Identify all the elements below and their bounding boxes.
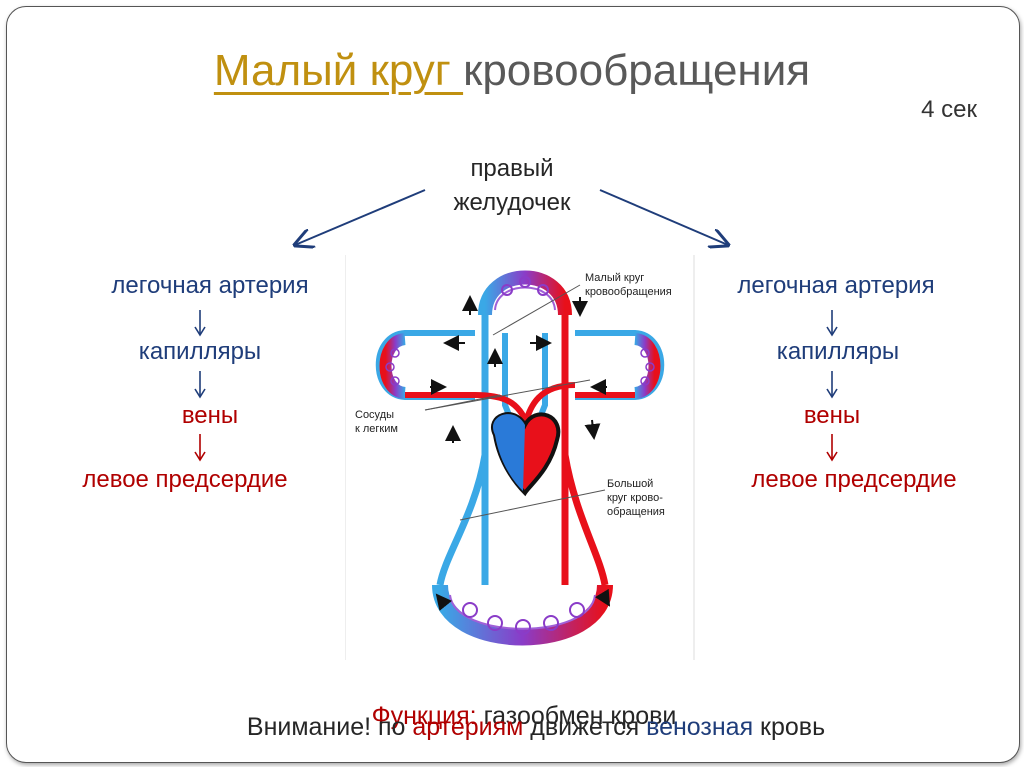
- center-line-2: желудочек: [453, 189, 571, 216]
- center-line-1: правый: [470, 155, 554, 182]
- right-lung-capillaries: [575, 330, 665, 400]
- left-veins-label: вены: [181, 402, 239, 429]
- leader-lines: [424, 284, 606, 521]
- right-capillaries-label: капилляры: [776, 338, 900, 365]
- big-circle-line-1: Большой: [607, 478, 653, 490]
- warning-venous: венозная: [646, 713, 754, 741]
- left-capillaries-label: капилляры: [138, 338, 262, 365]
- flow-arrows: [430, 295, 611, 611]
- warning-line: Внимание! по артериям движется венозная …: [0, 713, 1024, 742]
- left-artery-label: легочная артерия: [111, 272, 309, 299]
- lung-vessels-line-1: Сосуды: [355, 409, 394, 421]
- title-rest: кровообращения: [463, 46, 811, 95]
- right-artery-label: легочная артерия: [737, 272, 935, 299]
- big-circle-line-3: обращения: [607, 506, 665, 518]
- title-highlight: Малый круг: [213, 46, 464, 95]
- warning-part-3: кровь: [753, 713, 826, 741]
- left-arrow-3: [194, 434, 206, 462]
- left-arrow-2: [194, 371, 206, 399]
- right-arrow-2: [826, 371, 838, 399]
- circulation-diagram: Малый круг кровообращения Сосуды к легки…: [345, 255, 695, 660]
- right-ventricle-label: правый желудочек: [412, 152, 612, 220]
- right-arrow-1: [826, 310, 838, 337]
- small-circle-line-1: Малый круг: [585, 272, 644, 284]
- left-branch-arrow: [295, 189, 426, 245]
- left-atrium-label: левое предсердие: [82, 466, 288, 493]
- right-branch-arrow: [599, 189, 728, 245]
- slide-title: Малый круг кровообращения: [0, 46, 1024, 96]
- function-label: Функция:: [371, 702, 477, 730]
- warning-arteries: артериям: [412, 713, 524, 741]
- function-line: Функция: газообмен крови: [0, 702, 1024, 731]
- small-circle-line-2: кровообращения: [585, 286, 672, 298]
- warning-part-2: движется: [523, 713, 647, 741]
- function-text: газообмен крови: [476, 702, 677, 730]
- right-atrium-label: левое предсердие: [751, 466, 957, 493]
- right-arrow-3: [826, 434, 838, 462]
- lung-vessels-line-2: к легким: [355, 423, 398, 435]
- warning-part-1: Внимание! по: [246, 713, 413, 741]
- upper-capillary-net: [478, 270, 572, 316]
- left-lung-capillaries: [375, 330, 475, 400]
- big-circle-line-2: круг крово-: [607, 492, 663, 504]
- heart-icon: [491, 412, 561, 497]
- right-veins-label: вены: [803, 402, 861, 429]
- time-label: 4 сек: [921, 96, 977, 123]
- left-arrow-1: [194, 310, 206, 337]
